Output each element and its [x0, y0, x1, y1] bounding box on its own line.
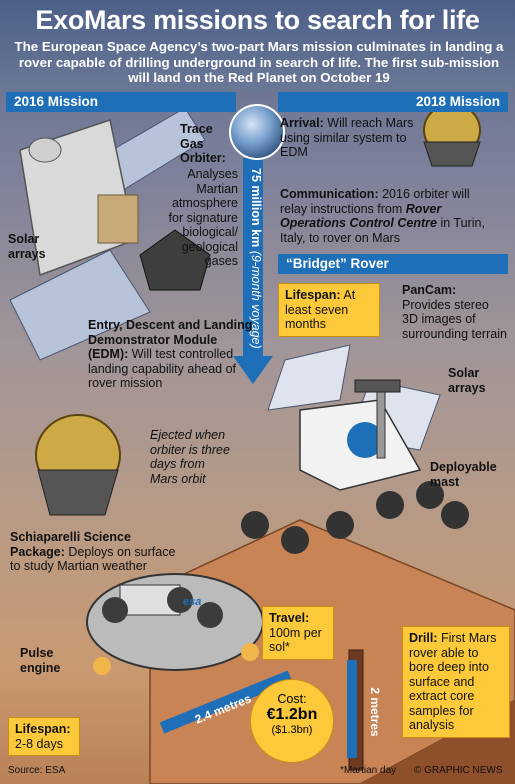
deployable-mast-label: Deployable mast: [430, 460, 497, 489]
cost-value: €1.2bn: [266, 706, 318, 723]
schiaparelli-title: Schiaparelli Science Package:: [10, 530, 131, 559]
esa-logo: esa: [183, 596, 202, 608]
cost-label: Cost:: [277, 692, 307, 706]
rover-solar-left: [267, 344, 351, 411]
arrival-label: Arrival: Will reach Mars using similar s…: [280, 116, 415, 160]
travel-title: Travel:: [269, 611, 310, 625]
solar-arrays-label-right: Solar arrays: [448, 366, 486, 395]
pulse-engine-label: Pulse engine: [20, 646, 61, 675]
page-title: ExoMars missions to search for life: [35, 5, 480, 35]
rover-lifespan-title: Lifespan:: [285, 288, 341, 302]
lander-lifespan-box: Lifespan: 2-8 days: [8, 717, 80, 756]
lander-lifespan-title: Lifespan:: [15, 722, 71, 736]
communication-label: Communication: 2016 orbiter will relay i…: [280, 187, 500, 245]
tgo-label: Trace Gas Orbiter:: [180, 122, 238, 166]
cost-badge: Cost: €1.2bn ($1.3bn): [250, 679, 334, 763]
rover-mast: [376, 387, 386, 459]
banner-2016-mission: 2016 Mission: [6, 92, 236, 112]
schiaparelli-label: Schiaparelli Science Package: Deploys on…: [10, 530, 180, 574]
copyright: © GRAPHIC NEWS: [414, 765, 503, 776]
ejected-note: Ejected when orbiter is three days from …: [150, 428, 230, 486]
voyage-arrow-shaft: [243, 158, 263, 358]
drill-description: First Mars rover able to bore deep into …: [409, 631, 497, 732]
arrival-title: Arrival:: [280, 116, 324, 130]
drill-depth-label: 2 metres: [368, 687, 382, 737]
communication-text-bold: Rover Operations Control Centre: [280, 201, 442, 231]
tgo-title: Trace Gas Orbiter:: [180, 122, 226, 165]
earth-globe-icon: [229, 104, 285, 160]
communication-text-1: 2016 orbiter will relay instructions fro…: [280, 187, 470, 216]
edm-label: Entry, Descent and Landing Demonstrator …: [88, 318, 258, 391]
page-subtitle: The European Space Agency’s two-part Mar…: [14, 39, 504, 85]
voyage-distance: 75 million km: [249, 168, 263, 248]
pancam-label: PanCam: Provides stereo 3D images of sur…: [402, 283, 507, 341]
drill-title: Drill:: [409, 631, 438, 645]
edm-description: Will test controlled landing capability …: [88, 347, 237, 390]
travel-box: Travel: 100m per sol*: [262, 606, 334, 660]
edm-title: Entry, Descent and Landing Demonstrator …: [88, 318, 253, 361]
travel-value: 100m per sol*: [269, 625, 322, 655]
martian-day-note: *Martian day: [340, 765, 397, 776]
header-band: [0, 0, 515, 90]
source-credit: Source: ESA: [8, 765, 66, 776]
schiaparelli-description: Deploys on surface to study Martian weat…: [10, 544, 176, 574]
pancam-description: Provides stereo 3D images of surrounding…: [402, 297, 507, 341]
communication-title: Communication:: [280, 187, 379, 201]
communication-text-2: in Turin, Italy, to rover on Mars: [280, 216, 485, 245]
cost-usd: ($1.3bn): [271, 724, 313, 736]
pancam-title: PanCam:: [402, 283, 457, 297]
tgo-solar-panel-lower: [9, 249, 151, 361]
banner-2018-mission: 2018 Mission: [278, 92, 508, 112]
solar-arrays-label-left: Solar arrays: [8, 232, 46, 261]
rover-lifespan-value: At least seven months: [285, 288, 356, 331]
drill-box: Drill: First Mars rover able to bore dee…: [402, 626, 510, 738]
arrival-description: Will reach Mars using similar system to …: [280, 116, 414, 159]
lander-lifespan-value: 2-8 days: [15, 736, 63, 751]
edm-on-orbiter: [139, 229, 211, 291]
tgo-description: Analyses Martian atmosphere for signatur…: [168, 167, 238, 268]
banner-rover: “Bridget” Rover: [278, 254, 508, 274]
rover-lifespan-box: Lifespan: At least seven months: [278, 283, 380, 337]
voyage-arrow-head: [233, 356, 273, 384]
